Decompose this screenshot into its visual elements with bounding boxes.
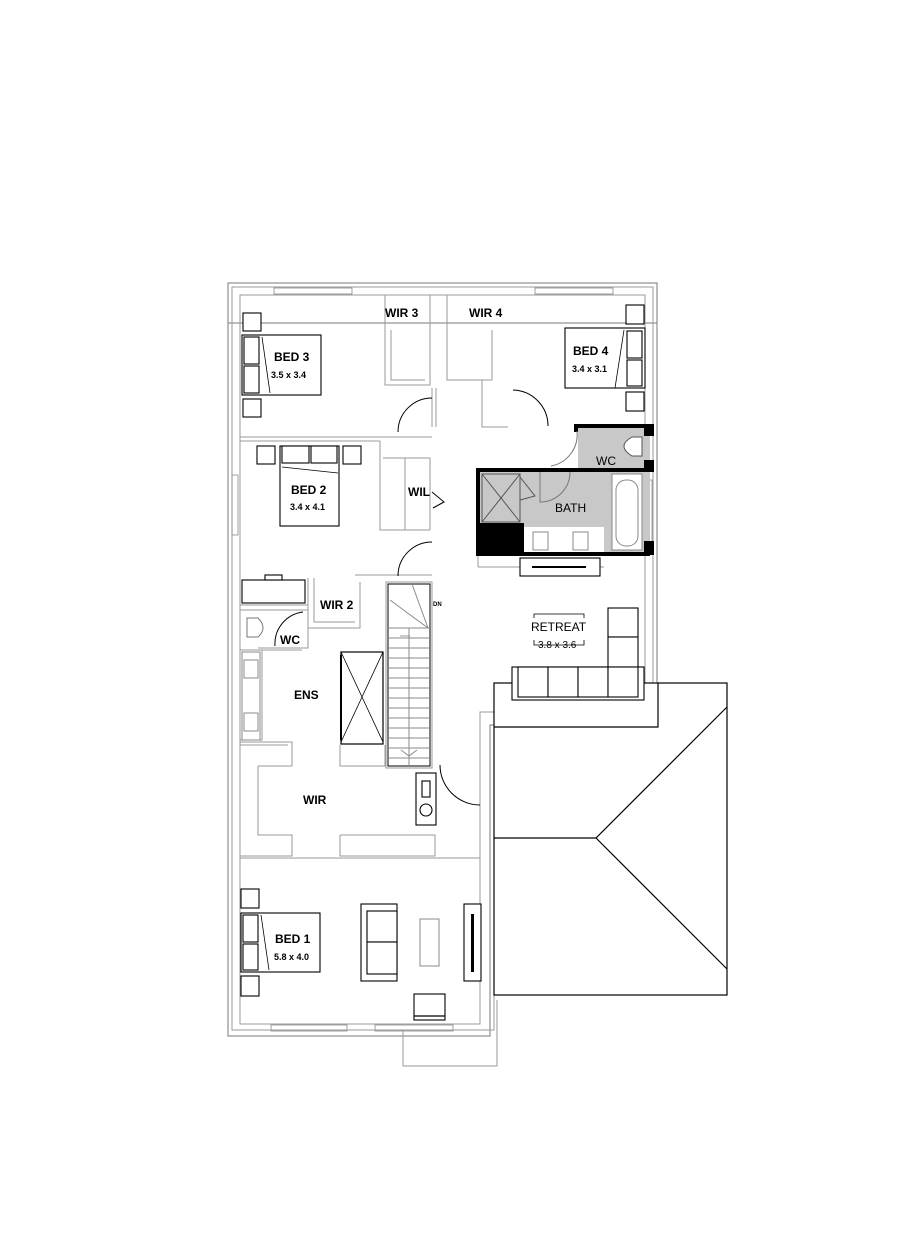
doors	[274, 389, 578, 806]
staircase	[387, 583, 431, 767]
furniture	[240, 304, 646, 1021]
room-size-bed1: 5.8 x 4.0	[274, 952, 309, 962]
room-label-bed3: BED 3	[274, 350, 310, 364]
bathroom-block	[476, 424, 654, 556]
room-label-bed1: BED 1	[275, 932, 311, 946]
ensuite-fittings	[241, 617, 384, 745]
room-label-bed4: BED 4	[573, 344, 609, 358]
room-size-bed3: 3.5 x 3.4	[271, 370, 306, 380]
room-size-bed2: 3.4 x 4.1	[290, 502, 325, 512]
room-label-wil: WIL	[408, 485, 430, 499]
room-label-wir4: WIR 4	[469, 306, 503, 320]
room-label-bed2: BED 2	[291, 483, 327, 497]
room-size-retreat: 3.8 x 3.6	[538, 640, 577, 651]
interior-walls	[240, 295, 604, 859]
stair-direction-label: DN	[433, 602, 442, 608]
room-label-wc-ens: WC	[280, 633, 300, 647]
room-label-wir: WIR	[303, 793, 327, 807]
balcony	[402, 1000, 498, 1067]
room-label-ens: ENS	[294, 688, 319, 702]
room-label-bath: BATH	[555, 501, 586, 515]
room-label-retreat: RETREAT	[531, 620, 587, 634]
room-label-wir3: WIR 3	[385, 306, 419, 320]
roof-plan	[493, 682, 728, 996]
room-labels: BED 3 3.5 x 3.4 WIR 3 WIR 4 BED 4 3.4 x …	[271, 306, 616, 962]
room-size-bed4: 3.4 x 3.1	[572, 364, 607, 374]
room-label-wc-upper: WC	[596, 454, 616, 468]
room-label-wir2: WIR 2	[320, 598, 354, 612]
